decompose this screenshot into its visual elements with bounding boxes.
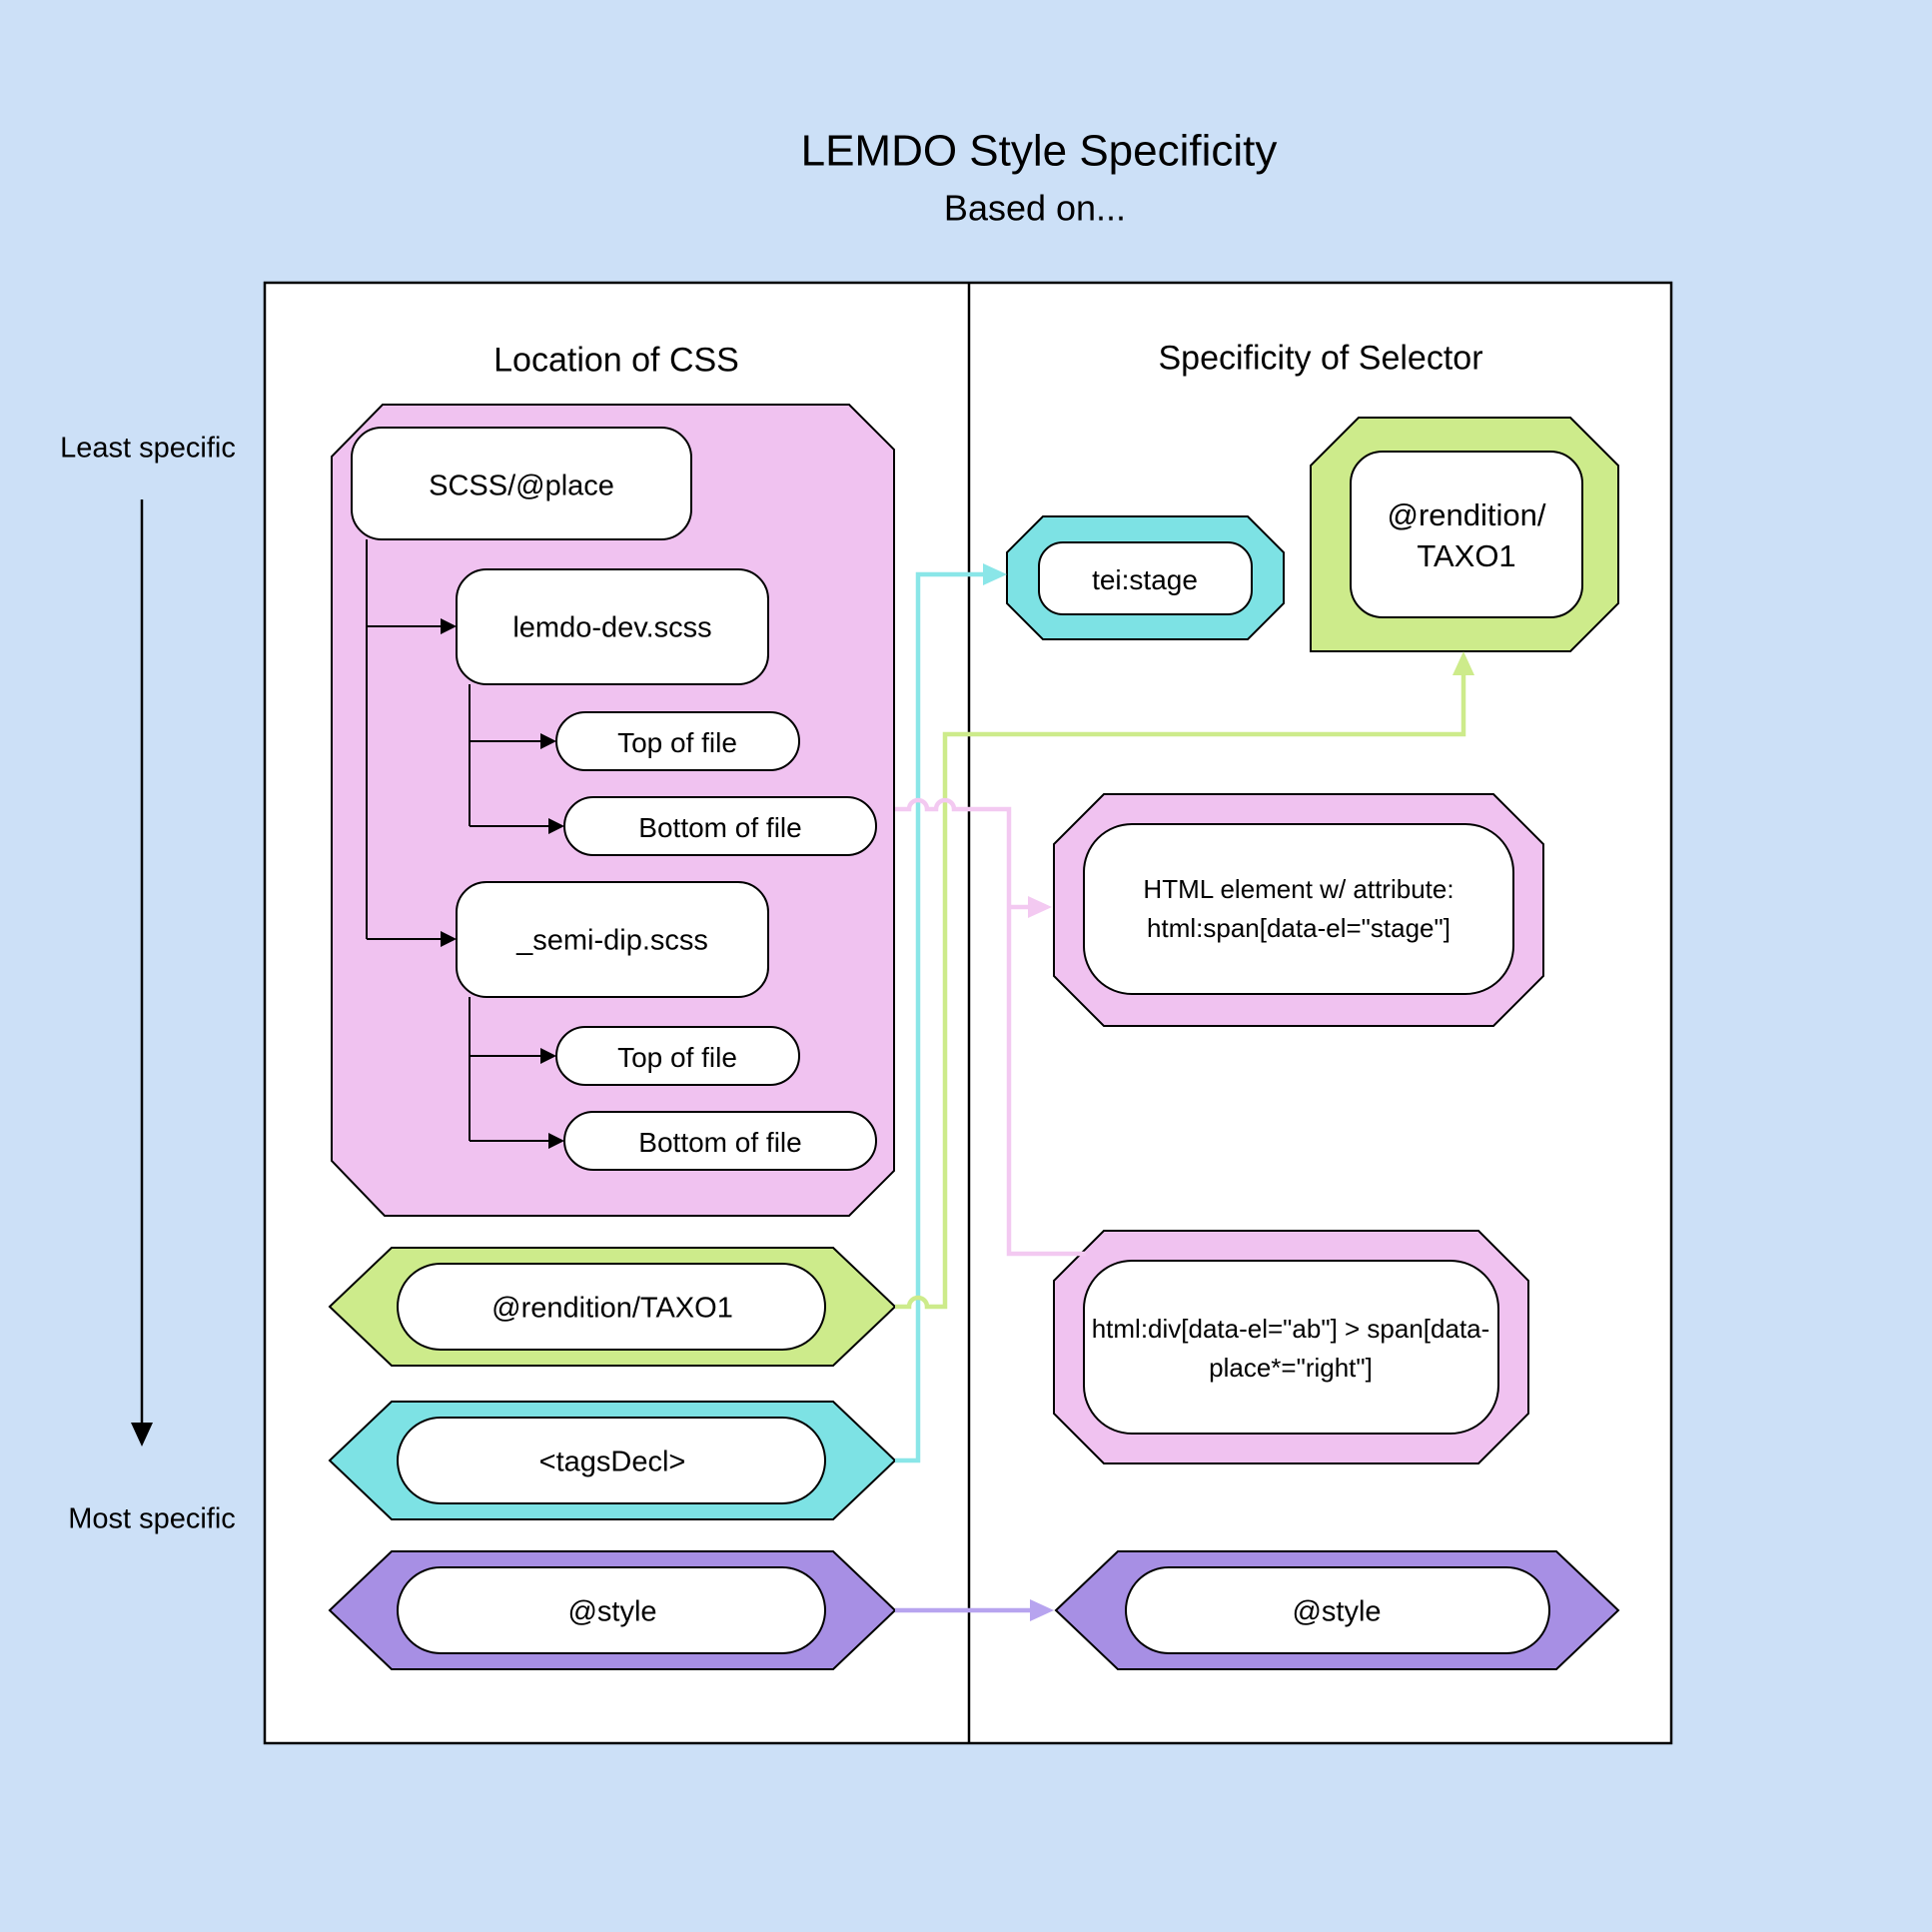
- rendition-taxo1-hexagon-label: @rendition/TAXO1: [491, 1292, 733, 1325]
- tei-stage-inner-shape: [1038, 541, 1253, 615]
- semi-dip-bottom-of-file-label: Bottom of file: [638, 1127, 802, 1159]
- scss-place-label: SCSS/@place: [429, 470, 614, 502]
- html-attr-line1: HTML element w/ attribute:: [1143, 874, 1454, 904]
- html-child-line1: html:div[data-el="ab"] > span[data-: [1091, 1314, 1490, 1344]
- diagram-title: LEMDO Style Specificity: [800, 126, 1278, 176]
- tree-arrowheads: [441, 618, 564, 1149]
- semi-dip-node-shape: [456, 881, 769, 998]
- lemdo-top-of-file-label: Top of file: [617, 727, 737, 759]
- rendition-taxo1-pill-shape: [397, 1263, 826, 1351]
- semi-dip-label: _semi-dip.scss: [516, 924, 708, 957]
- connector-scss-to-html-selectors: [895, 797, 1086, 1257]
- tree-connectors: [366, 539, 548, 1142]
- html-child-label: html:div[data-el="ab"] > span[data- plac…: [1092, 1310, 1490, 1388]
- connector-pink-arrowhead: [1028, 896, 1052, 918]
- scss-place-node-shape: [351, 427, 692, 540]
- lemdo-dev-label: lemdo-dev.scss: [512, 611, 712, 644]
- connector-purple-arrowhead: [1030, 1599, 1054, 1621]
- html-attr-line2: html:span[data-el="stage"]: [1147, 913, 1450, 943]
- most-specific-label: Most specific: [68, 1502, 236, 1535]
- right-panel-header: Specificity of Selector: [1158, 339, 1483, 378]
- style-left-label: @style: [567, 1595, 657, 1628]
- diagram-subtitle: Based on...: [943, 187, 1127, 229]
- style-right-label: @style: [1292, 1595, 1382, 1628]
- semi-dip-top-of-file-label: Top of file: [617, 1042, 737, 1074]
- lemdo-bottom-of-file-label: Bottom of file: [638, 812, 802, 844]
- rendition-taxo1-box-line2: TAXO1: [1417, 538, 1516, 573]
- html-attr-label: HTML element w/ attribute: html:span[dat…: [1143, 870, 1453, 948]
- rendition-taxo1-box-line1: @rendition/: [1387, 497, 1546, 533]
- tagsdecl-label: <tagsDecl>: [538, 1446, 686, 1478]
- connector-tagsdecl-to-teistage: [895, 571, 983, 1463]
- least-specific-label: Least specific: [60, 432, 236, 465]
- rendition-taxo1-inner-shape: [1350, 451, 1583, 618]
- specificity-axis-arrowhead: [131, 1423, 153, 1447]
- connector-rendition-to-taxo1: [895, 671, 1466, 1310]
- style-left-pill-shape: [397, 1566, 826, 1654]
- tagsdecl-pill-shape: [397, 1417, 826, 1504]
- rendition-taxo1-box-label: @rendition/ TAXO1: [1388, 495, 1546, 577]
- html-child-line2: place*="right"]: [1209, 1353, 1373, 1383]
- style-right-pill-shape: [1125, 1566, 1550, 1654]
- html-child-inner-shape: [1083, 1260, 1499, 1435]
- left-panel-header: Location of CSS: [493, 341, 739, 380]
- tei-stage-label: tei:stage: [1092, 564, 1198, 596]
- connector-cyan-arrowhead: [983, 563, 1007, 585]
- lemdo-dev-node-shape: [456, 568, 769, 685]
- html-attr-inner-shape: [1083, 823, 1514, 995]
- connector-green-arrowhead: [1452, 651, 1474, 675]
